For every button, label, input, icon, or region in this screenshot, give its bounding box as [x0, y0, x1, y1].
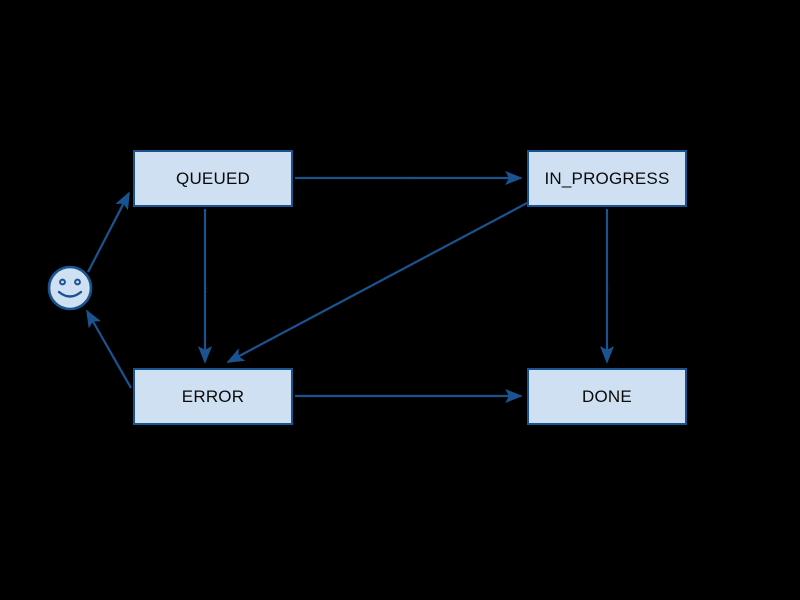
edge-label-queued-to-error: ... [199, 282, 211, 294]
state-node-queued[interactable]: QUEUED [133, 150, 293, 207]
smiley-right-eye-icon [74, 278, 81, 286]
state-label-queued: QUEUED [176, 168, 250, 188]
edge-in-progress-to-error [226, 202, 528, 363]
state-label-in-progress: IN_PROGRESS [544, 168, 670, 188]
state-node-in-progress[interactable]: IN_PROGRESS [527, 150, 687, 207]
state-label-done: DONE [582, 386, 632, 406]
edge-label-in-progress-to-done: ... [601, 282, 613, 294]
state-label-error: ERROR [181, 386, 245, 406]
smiley-face-icon [47, 265, 93, 311]
smiley-left-eye-icon [59, 278, 66, 286]
start-node[interactable] [47, 265, 93, 311]
smiley-mouth-icon [57, 290, 83, 298]
state-node-error[interactable]: ERROR [133, 368, 293, 425]
edge-error-to-start [86, 309, 132, 389]
edge-start-to-queued [87, 191, 130, 273]
state-node-done[interactable]: DONE [527, 368, 687, 425]
edge-label-queued-to-in-progress: .... [402, 171, 416, 183]
